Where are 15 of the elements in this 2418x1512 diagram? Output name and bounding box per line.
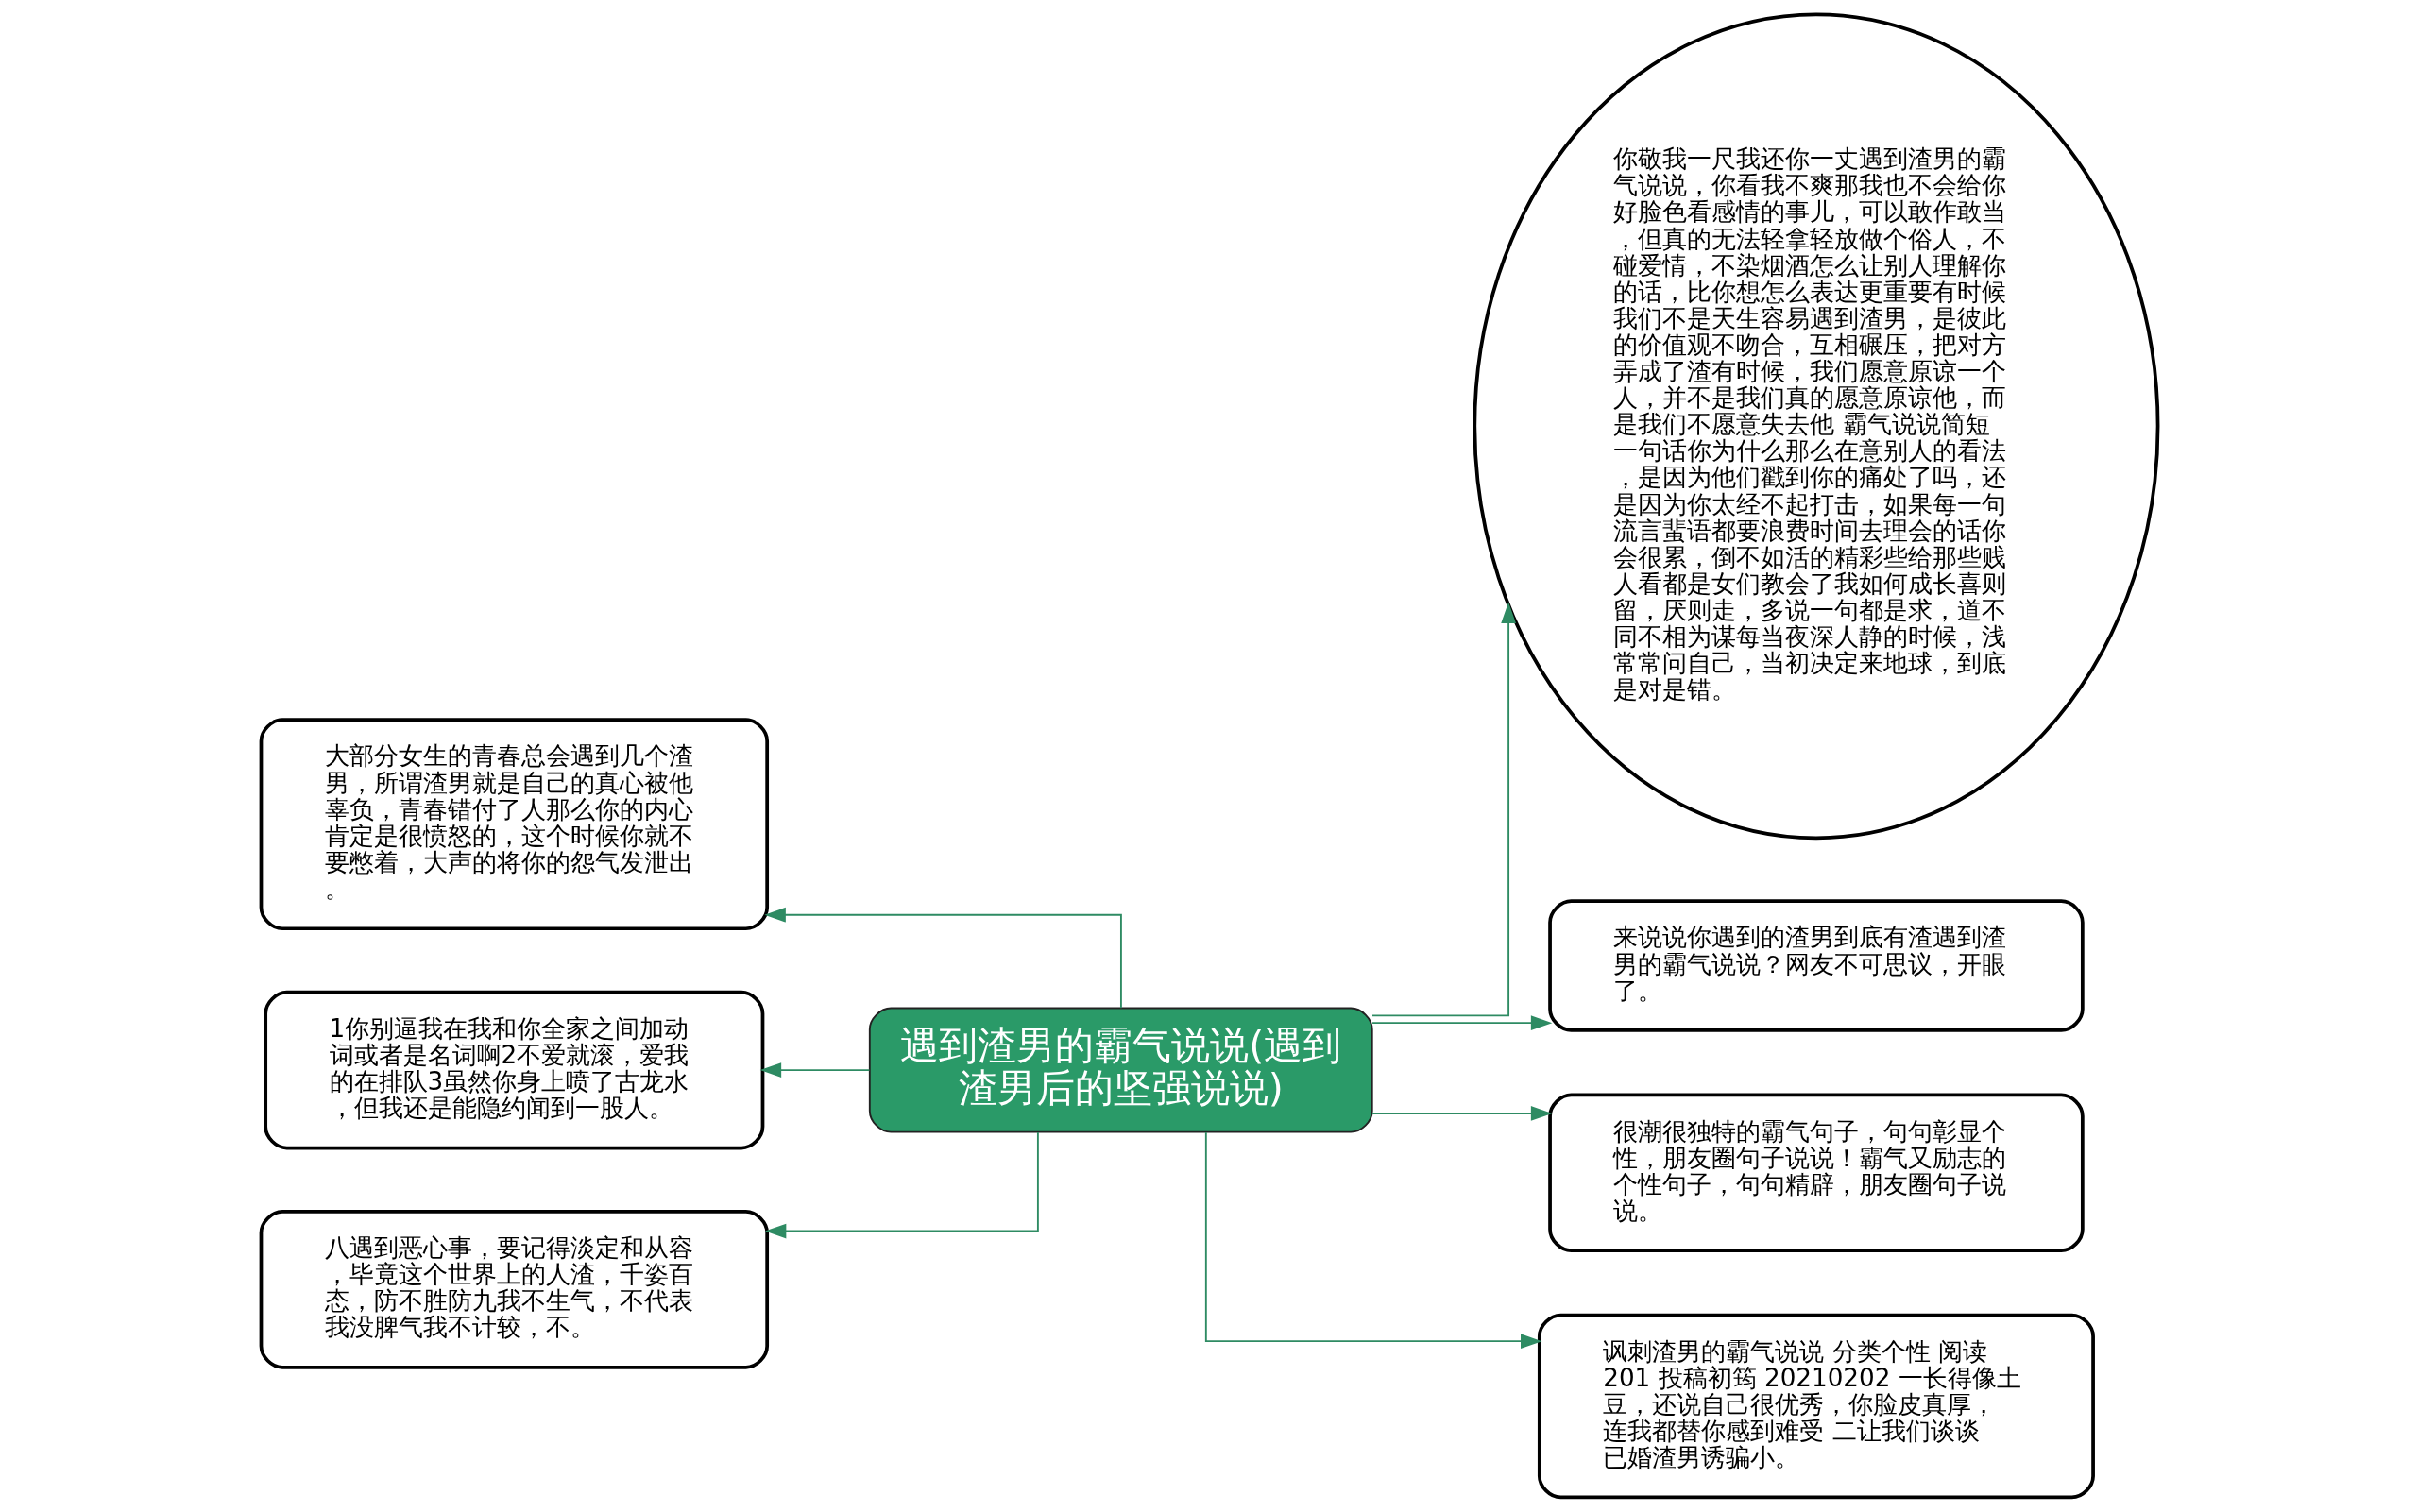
arrow bbox=[759, 1062, 870, 1078]
node-box: 遇到渣男的霸气说说(遇到渣男后的坚强说说) bbox=[868, 1007, 1373, 1133]
node-box: 讽刺渣男的霸气说说 分类个性 阅读201 投稿初筠 20210202 一长得像土豆，还说自己很优秀，你脸皮真厚，连我都替你感到难受 二让我们谈谈已婚渣男诱骗小。 bbox=[1537, 1313, 2095, 1500]
node-box: 来说说你遇到的渣男到底有渣遇到渣男的霸气说说？网友不可思议，开眼了。 bbox=[1547, 899, 2085, 1032]
arrow bbox=[1371, 1106, 1552, 1121]
arrow bbox=[763, 907, 1122, 1010]
arrow bbox=[764, 1131, 1039, 1239]
node-box: 1你别逼我在我和你全家之间加动词或者是名词啊2不爱就滚，爱我的在排队3虽然你身上喷了古龙水，但我还是能隐约闻到一股人。 bbox=[263, 990, 764, 1150]
node-box: 八遇到恶心事，要记得淡定和从容，毕竟这个世界上的人渣，千姿百态，防不胜防九我不生气，不代表我没脾气我不计较，不。 bbox=[259, 1210, 769, 1369]
arrow bbox=[1371, 1015, 1552, 1030]
arrow bbox=[1204, 1131, 1541, 1349]
node-box: 大部分女生的青春总会遇到几个渣男，所谓渣男就是自己的真心被他辜负，青春错付了人那么你的内心肯定是很愤怒的，这个时候你就不要憋着，大声的将你的怨气发泄出。 bbox=[259, 718, 769, 931]
node-box: 很潮很独特的霸气句子，句句彰显个性，朋友圈句子说说！霸气又励志的个性句子，句句精辟，朋友圈句子说说。 bbox=[1547, 1093, 2085, 1252]
arrow bbox=[1371, 602, 1516, 1017]
node-ellipse: 你敬我一尺我还你一丈遇到渣男的霸气说说，你看我不爽那我也不会给你好脸色看感情的事儿，可以敢作敢当，但真的无法轻拿轻放做个俗人，不碰爱情，不染烟酒怎么让别人理解你的话，比你想怎么表达更重要有时候我们不是天生容易遇到渣男，是彼此的价值观不吻合，互相碾压，把对方弄成了渣有时候，我们愿意原谅一个人，并不是我们真的愿意原谅他，而是我们不愿意失去他 霸气说说简短一句话你为什么那么在意别人的看法，是因为他们戳到你的痛处了吗，还是因为你太经不起打击，如果每一句流言蜚语都要浪费时间去理会的话你会很累，倒不如活的精彩些给那些贱人看都是女们教会了我如何成长喜则留，厌则走，多说一句都是求，道不同不相为谋每当夜深人静的时候，浅常常问自己，当初决定来地球，到底是对是错。 bbox=[1472, 12, 2159, 841]
